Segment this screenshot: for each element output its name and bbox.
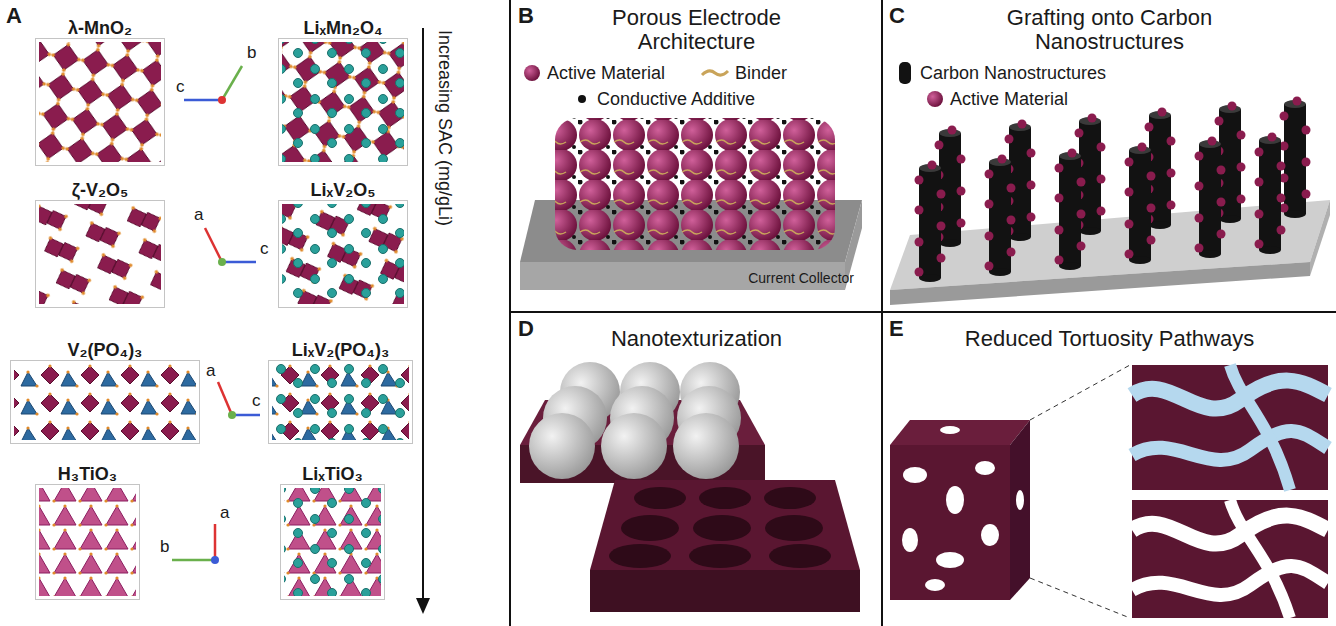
legend-sample [572,88,592,110]
legend-item: Conductive Additive [572,88,755,110]
panel-dividers [510,0,1336,626]
legend-text: Carbon Nanostructures [920,63,1106,84]
axis-label: c [176,78,185,96]
axis-label: a [194,206,203,224]
figure-panel: EReduced Tortuosity Pathways [883,313,1336,626]
legend-sample [700,62,730,84]
legend-text: Active Material [547,63,665,84]
figure-panel: Aλ-MnO₂ LiₓMn₂O₄ ζ-V₂O₅ LiₓV₂O₅ V₂(PO₄)₃ LiₓV… [0,0,510,626]
legend-item: Active Material [522,62,665,84]
structure-box: LiₓTiO₃ [280,484,385,600]
panel-title: Grafting onto Carbon Nanostructures [970,6,1250,54]
panel-letter: D [518,317,534,341]
carbon-nanostructures [890,97,1330,306]
legend-sample [895,62,915,84]
structure-name: LiₓV₂O₅ [311,180,376,200]
axis-triads [172,66,260,564]
structure-box: V₂(PO₄)₃ [10,360,200,444]
axis-label: c [252,392,261,410]
axis-label: c [260,240,269,258]
sac-arrow [416,28,430,614]
panel-letter: C [889,4,905,28]
structure-box: LiₓV₂(PO₄)₃ [268,360,413,444]
legend-text: Conductive Additive [597,89,755,110]
structure-box: LiₓMn₂O₄ [278,38,408,166]
structure-name: ζ-V₂O₅ [72,180,129,200]
legend-text: Binder [735,63,787,84]
structure-name: LiₓV₂(PO₄)₃ [292,340,390,360]
structure-name: V₂(PO₄)₃ [68,340,143,360]
figure-panel: B Porous Electrode ArchitectureCurrent Co… [512,0,881,311]
panel-title: Reduced Tortuosity Pathways [900,327,1320,351]
figure-panel: C Grafting onto Carbon Nanostructures [883,0,1336,311]
structure-box: λ-MnO₂ [35,38,165,166]
legend-text: Active Material [950,89,1068,110]
tortuosity [890,365,1328,618]
structure-box: LiₓV₂O₅ [278,200,408,308]
porous-electrode [520,118,862,290]
legend-sample [522,62,542,84]
axis-label: a [206,362,215,380]
axis-label: b [160,538,169,556]
current-collector: Current Collector [520,200,862,290]
axis-label: a [220,504,229,522]
structure-name: LiₓTiO₃ [302,464,363,484]
panel-letter: A [6,4,22,28]
axis-title: Increasing SAC (mg/gLi) [434,30,456,226]
panel-title: Nanotexturization [537,327,857,351]
figure-panel: DNanotexturization [512,313,881,626]
panel-title: Porous Electrode Architecture [582,6,812,54]
legend-item: Active Material [925,88,1068,110]
structure-name: H₃TiO₃ [58,464,117,484]
axis-label: b [247,44,256,62]
structure-name: λ-MnO₂ [68,18,132,38]
panel-letter: E [889,317,904,341]
structure-box: ζ-V₂O₅ [35,200,165,308]
nanotexture [520,362,860,612]
legend-item: Binder [700,62,787,84]
panel-letter: B [518,4,534,28]
legend-sample [925,88,945,110]
legend-item: Carbon Nanostructures [895,62,1106,84]
structure-box: H₃TiO₃ [35,484,140,600]
collector-label: Current Collector [748,270,854,286]
crystal-structures [14,42,409,596]
structure-name: LiₓMn₂O₄ [303,18,382,38]
